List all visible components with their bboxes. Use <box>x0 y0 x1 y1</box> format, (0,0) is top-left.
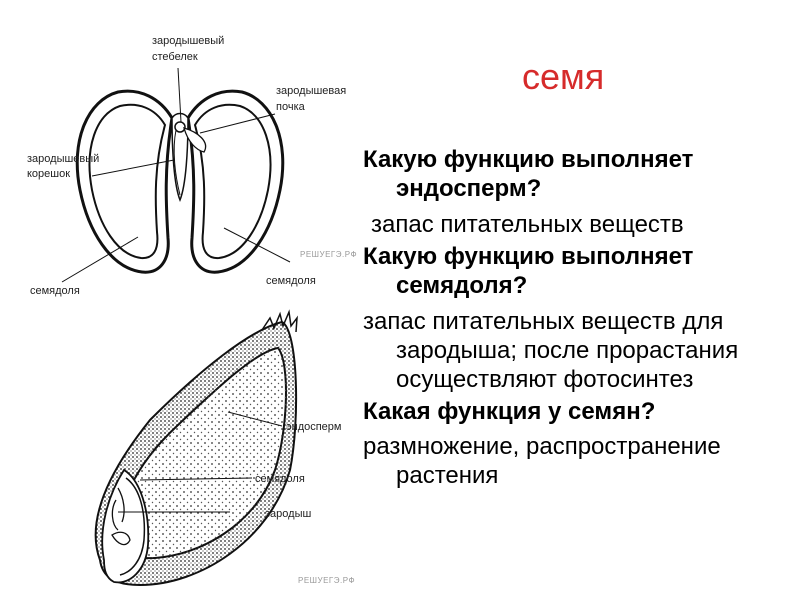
slide-title: семя <box>522 56 605 97</box>
embryo-axis <box>171 112 207 203</box>
embryo-bud <box>183 127 207 153</box>
answer-cotyledon: запас питательных веществ для зародыша; … <box>363 308 739 393</box>
label-grain-cotyledon: семядоля <box>255 473 305 485</box>
label-embryo-bud-line1: зародышевая <box>276 85 346 97</box>
embryo-scutellum <box>119 477 146 576</box>
right-cotyledon <box>186 89 285 274</box>
bean-watermark: РЕШУЕГЭ.РФ <box>300 250 357 259</box>
question-cotyledon: Какую функцию выполняет семядоля? <box>363 243 694 299</box>
qa-list: Какую функцию выполняет эндосперм? запас… <box>363 140 788 600</box>
label-embryo-root-line1: зародышевый <box>27 153 99 165</box>
grain-leader-lines <box>118 411 283 513</box>
question-seed-function: Какая функция у семян? <box>363 398 656 425</box>
label-embryo-root-line2: корешок <box>27 168 70 180</box>
label-cotyledon-left: семядоля <box>30 285 80 297</box>
left-cotyledon <box>75 89 174 274</box>
question-endosperm: Какую функцию выполняет эндосперм? <box>363 146 694 202</box>
bean-leader-lines <box>61 67 291 283</box>
label-cotyledon-right: семядоля <box>266 275 316 287</box>
label-embryo-stem-line2: стебелек <box>152 51 198 63</box>
bean-seed-diagram: зародышевый стебелек зародышевая почка з… <box>27 35 357 297</box>
label-endosperm: эндосперм <box>286 421 341 433</box>
grain-hairy-tip <box>261 309 298 333</box>
grain-watermark: РЕШУЕГЭ.РФ <box>298 576 355 585</box>
answer-seed-function: размножение, распространение растения <box>363 433 721 489</box>
grain-embryo <box>101 468 150 584</box>
wheat-grain-diagram: эндосперм семядоля зародыш РЕШУЕГЭ.РФ <box>94 309 355 587</box>
label-embryo-bud-line2: почка <box>276 101 306 113</box>
answer-endosperm: запас питательных веществ <box>371 211 684 238</box>
embryo-shoot <box>111 487 131 546</box>
embryo-stem-node <box>174 121 186 133</box>
label-embryo-stem-line1: зародышевый <box>152 35 224 47</box>
label-grain-embryo: зародыш <box>265 508 311 520</box>
